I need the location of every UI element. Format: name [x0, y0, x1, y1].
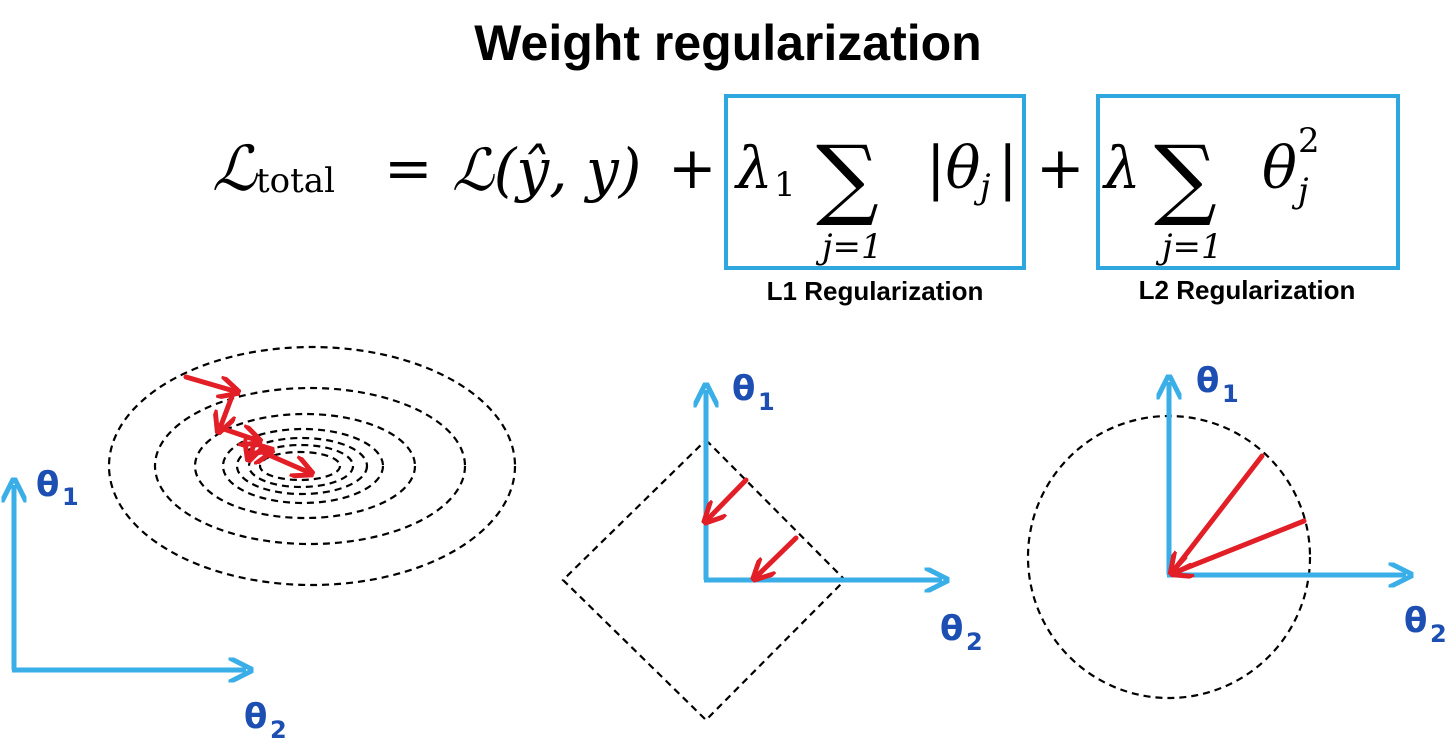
plus-sign-2: +	[1036, 134, 1085, 202]
plus-sign-1: +	[668, 134, 717, 202]
l2-arrow-1	[1174, 453, 1265, 570]
contour-4	[221, 427, 385, 505]
step-arrow-3	[215, 427, 256, 440]
theta1-sub-l1: 1	[758, 388, 775, 416]
theta1-sub-l2: 1	[1222, 380, 1239, 408]
step-arrow-2	[220, 388, 237, 428]
theta2-label-l1: θ	[940, 609, 963, 649]
l1-sum-index: j=1	[815, 227, 883, 267]
base-loss: ℒ(ŷ, y)	[452, 136, 641, 204]
l2-lambda: λ	[1102, 134, 1141, 202]
theta2-sub-l1: 2	[966, 628, 983, 656]
contour-1	[107, 345, 517, 587]
theta2-label-left: θ	[244, 697, 267, 737]
l1-arrow-1	[708, 477, 749, 519]
contour-2	[153, 386, 467, 546]
l1-constraint-panel: θ 1 θ 2	[561, 369, 983, 722]
theta1-label-l2: θ	[1196, 361, 1219, 401]
l1-term-box	[724, 94, 1026, 270]
l2-shrink-arrows	[1174, 453, 1307, 572]
loss-subscript: total	[256, 161, 335, 201]
l1-theta: |θ	[926, 134, 980, 202]
theta1-label-left: θ	[36, 465, 59, 505]
loss-contours	[107, 345, 517, 587]
step-arrow-6	[259, 449, 308, 472]
l1-sum-symbol: ∑	[816, 126, 879, 229]
gradient-steps	[183, 374, 308, 472]
l1-shrink-arrows	[708, 477, 799, 576]
contour-6	[247, 443, 355, 489]
l2-constraint-panel: θ 1 θ 2	[1026, 361, 1447, 700]
l1-lambda-subscript: 1	[774, 165, 796, 205]
theta2-label-l2: θ	[1404, 601, 1427, 641]
l2-theta-superscript: 2	[1298, 121, 1320, 161]
l2-term-box	[1096, 94, 1400, 270]
loss-symbol: ℒ	[212, 132, 258, 205]
theta2-sub-left: 2	[270, 716, 287, 744]
l2-sum-index: j=1	[1155, 227, 1223, 267]
theta2-sub-l2: 2	[1430, 620, 1447, 648]
l1-abs-bar: |	[998, 134, 1018, 202]
equals-sign: =	[384, 134, 433, 202]
l1-arrow-2	[757, 535, 799, 576]
step-arrow-1	[183, 374, 234, 391]
l2-label: L2 Regularization	[1139, 275, 1356, 305]
l2-sum-symbol: ∑	[1154, 126, 1217, 229]
l2-theta: θ	[1262, 134, 1297, 202]
contour-7	[258, 450, 342, 482]
diagram-title: Weight regularization	[474, 15, 982, 71]
l1-lambda: λ	[734, 134, 773, 202]
theta1-sub-left: 1	[62, 483, 79, 511]
l2-arrow-2	[1176, 518, 1307, 572]
theta1-label-l1: θ	[732, 369, 755, 409]
loss-equation: ℒ total = ℒ(ŷ, y) + λ 1 ∑ j=1 |θ j | + λ…	[212, 94, 1400, 306]
l1-label: L1 Regularization	[767, 276, 984, 306]
loss-contour-panel: θ 1 θ 2	[12, 345, 517, 744]
contour-3	[193, 412, 417, 520]
contour-5	[235, 436, 369, 496]
l1-diamond	[561, 438, 847, 722]
